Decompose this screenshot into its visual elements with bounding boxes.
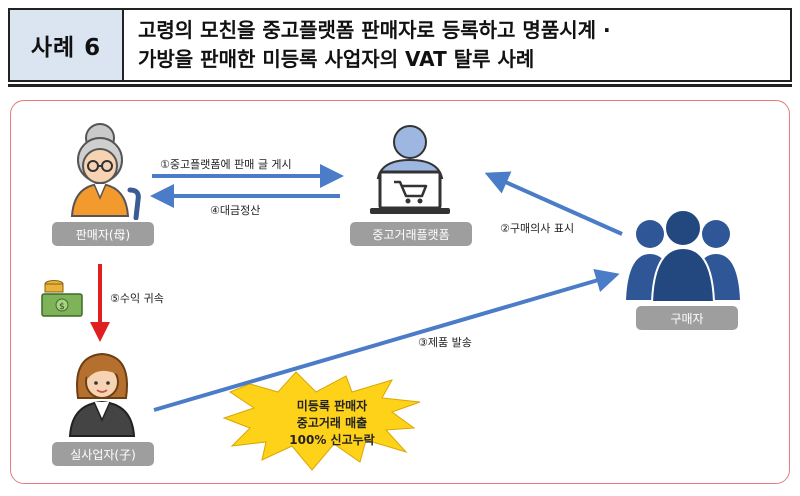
step3-label: ③제품 발송 [418, 336, 472, 349]
arrow-step3 [153, 268, 620, 412]
buyers-group-icon [626, 209, 740, 303]
callout-line2: 중고거래 매출 [296, 416, 368, 430]
buyer-label: 구매자 [636, 306, 738, 330]
case-label: 사례 6 [10, 10, 124, 80]
step4-label: ④대금정산 [210, 204, 261, 217]
arrow-step2 [484, 171, 623, 236]
diagram-frame [10, 100, 790, 484]
callout-star [222, 371, 421, 471]
case-title-line1: 고령의 모친을 중고플랫폼 판매자로 등록하고 명품시계 · [138, 18, 611, 42]
callout-line3: 100% 신고누락 [289, 433, 375, 447]
case-title-line2: 가방을 판매한 미등록 사업자의 VAT 탈루 사례 [138, 47, 535, 71]
callout-line1: 미등록 판매자 [296, 399, 368, 413]
money-icon: $ [41, 280, 83, 317]
laptop-cart-icon [370, 125, 450, 214]
step5-label: ⑤수익 귀속 [110, 292, 164, 305]
platform-label: 중고거래플랫폼 [350, 222, 472, 246]
header-rule [8, 84, 792, 87]
case-title: 고령의 모친을 중고플랫폼 판매자로 등록하고 명품시계 · 가방을 판매한 미… [124, 10, 790, 80]
step1-label: ①중고플랫폼에 판매 글 게시 [160, 158, 292, 171]
operator-label: 실사업자(子) [52, 442, 154, 466]
header: 사례 6 고령의 모친을 중고플랫폼 판매자로 등록하고 명품시계 · 가방을 … [8, 8, 792, 82]
elderly-woman-icon [70, 123, 141, 220]
young-woman-icon [68, 352, 136, 437]
svg-text:$: $ [59, 302, 65, 312]
callout-text: 미등록 판매자 중고거래 매출 100% 신고누락 [252, 398, 412, 449]
seller-label: 판매자(母) [52, 222, 154, 246]
step2-label: ②구매의사 표시 [500, 222, 575, 235]
